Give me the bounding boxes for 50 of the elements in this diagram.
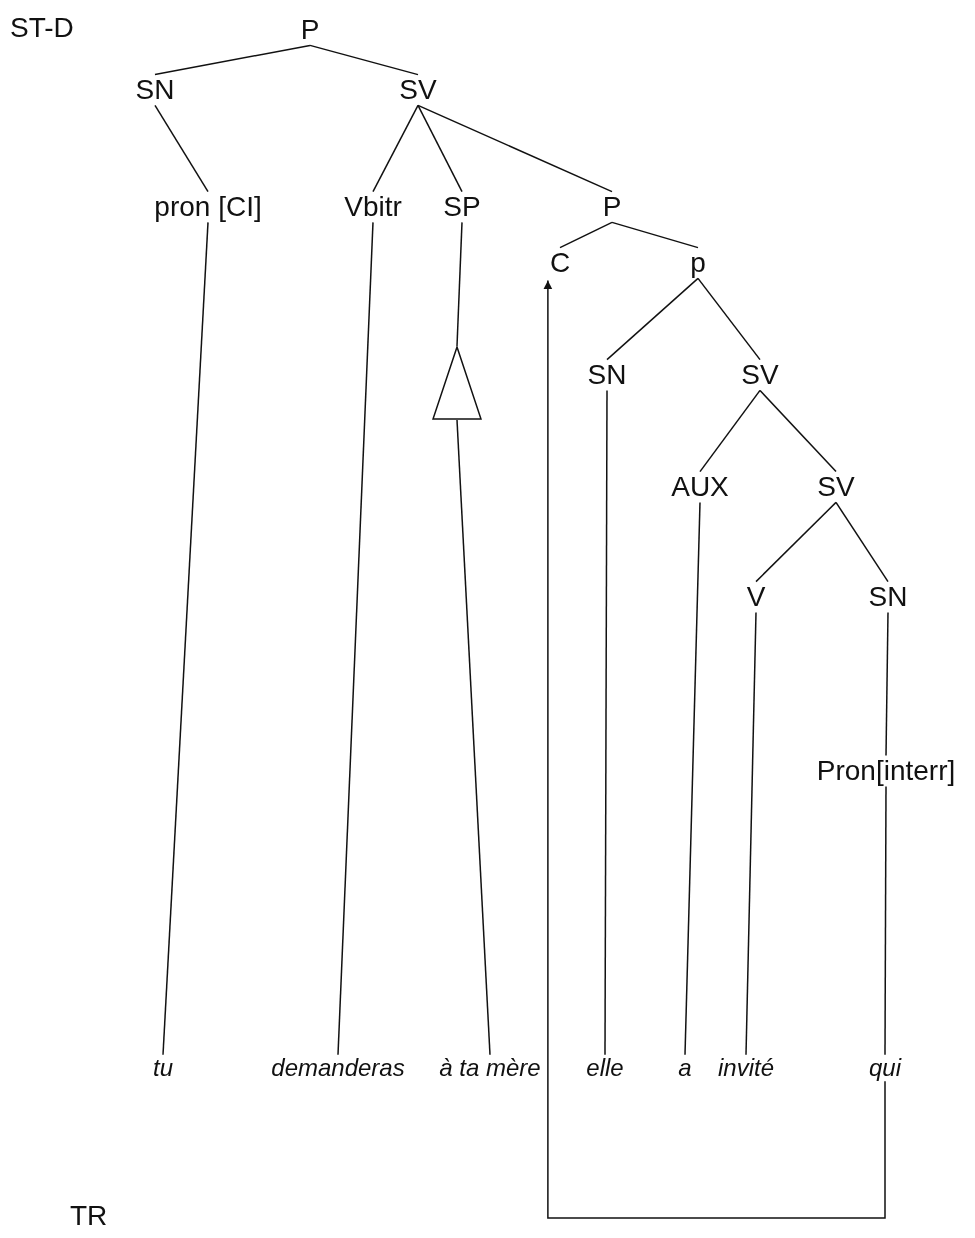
word-label: elle — [586, 1054, 624, 1082]
branch-line — [162, 221, 209, 1056]
branch-line — [456, 221, 463, 347]
branch-line — [884, 785, 887, 1056]
category-label: Pron[interr] — [816, 755, 956, 787]
category-label: SN — [868, 581, 908, 613]
branch-line — [611, 221, 699, 249]
diagram-label: TR — [70, 1200, 108, 1232]
category-label: SN — [135, 74, 175, 106]
category-label: C — [549, 247, 571, 279]
branch-line — [154, 104, 209, 193]
branch-line — [699, 389, 761, 473]
diagram-label: ST-D — [10, 12, 74, 44]
category-label: P — [602, 191, 622, 223]
category-label: V — [746, 581, 766, 613]
category-label: pron [CI] — [154, 191, 262, 223]
branch-line — [372, 104, 419, 193]
word-label: à ta mère — [439, 1054, 541, 1082]
branch-line — [559, 221, 613, 249]
branch-line — [417, 104, 463, 193]
category-label: SP — [443, 191, 481, 223]
category-label: AUX — [671, 471, 729, 503]
word-label: invité — [718, 1054, 774, 1082]
category-label: SN — [587, 359, 627, 391]
branch-line — [154, 44, 311, 76]
category-label: P — [300, 14, 320, 46]
branch-line — [417, 104, 613, 193]
roof-triangle — [432, 346, 482, 420]
branch-line — [755, 501, 837, 583]
category-label: SV — [741, 359, 779, 391]
branch-line — [885, 611, 889, 757]
branch-line — [337, 221, 374, 1056]
category-label: SV — [817, 471, 855, 503]
branch-line — [456, 419, 491, 1056]
word-label: qui — [869, 1054, 901, 1082]
category-label: p — [690, 247, 706, 279]
word-label: tu — [153, 1054, 173, 1082]
branch-line — [684, 501, 701, 1056]
branch-line — [745, 611, 757, 1056]
branch-line — [835, 501, 889, 583]
word-label: demanderas — [271, 1054, 405, 1082]
word-label: a — [678, 1054, 692, 1082]
branch-line — [759, 389, 837, 473]
category-label: Vbitr — [344, 191, 402, 223]
branch-line — [606, 277, 699, 361]
branch-line — [604, 389, 608, 1056]
category-label: SV — [399, 74, 437, 106]
movement-arrow — [543, 279, 886, 1219]
branch-line — [309, 44, 419, 76]
branch-line — [697, 277, 761, 361]
